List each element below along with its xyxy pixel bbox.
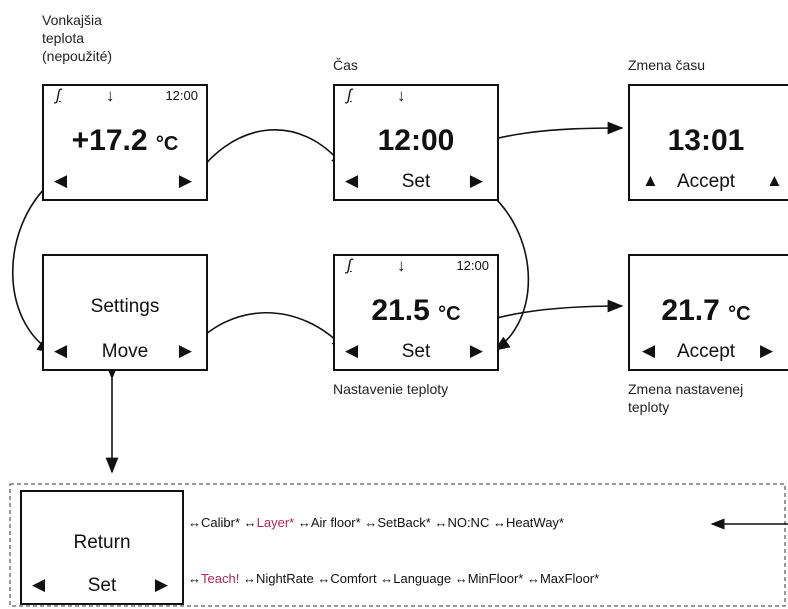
label-outside: Vonkajšia teplota (nepoužité)	[42, 12, 113, 64]
accept-button[interactable]: Accept	[676, 341, 736, 362]
left-arrow-icon[interactable]: ◀	[642, 341, 656, 360]
unit-label: °C	[728, 303, 751, 325]
arrow-settings-to-tempset	[173, 312, 348, 368]
settings-group-border	[9, 483, 786, 607]
left-arrow-icon[interactable]: ◀	[345, 171, 359, 190]
chain-item[interactable]: Comfort	[330, 571, 377, 586]
right-arrow-icon[interactable]: ▶	[469, 171, 483, 190]
chain-item[interactable]: Air floor*	[310, 515, 361, 530]
chain-item[interactable]: NightRate	[255, 571, 314, 586]
screen-temp-set[interactable]: ʃ ↓ 12:00 21.5 °C Set ◀ ▶	[333, 254, 499, 371]
temperature-value: +17.2 °C	[71, 124, 179, 157]
unit-label: °C	[155, 133, 179, 155]
label-temp-set: Nastavenie teploty	[333, 381, 449, 397]
left-arrow-icon[interactable]: ◀	[345, 341, 359, 360]
chain-item[interactable]: SetBack*	[377, 515, 431, 530]
settings-chain-1: ↔Calibr* ↔Layer* ↔Air floor* ↔SetBack* ↔…	[188, 515, 564, 530]
chain-item[interactable]: MinFloor*	[467, 571, 524, 586]
right-arrow-icon[interactable]: ▶	[154, 575, 168, 594]
time-value: 12:00	[377, 124, 455, 157]
label-temp-change: Zmena nastavenej teploty	[628, 381, 744, 415]
label-time: Čas	[333, 57, 358, 73]
unit-label: °C	[438, 303, 461, 325]
settings-chain-2: ↔Teach! ↔NightRate ↔Comfort ↔Language ↔M…	[188, 571, 600, 586]
chain-item[interactable]: HeatWay*	[505, 515, 564, 530]
accept-button[interactable]: Accept	[676, 171, 736, 192]
return-title: Return	[73, 532, 131, 553]
label-time-change: Zmena času	[628, 57, 706, 73]
move-button[interactable]: Move	[101, 341, 149, 362]
left-arrow-icon[interactable]: ◀	[54, 341, 68, 360]
temperature-value: 21.5 °C	[371, 294, 461, 327]
chain-item[interactable]: NO:NC	[447, 515, 490, 530]
up-arrow-icon[interactable]: ▲	[642, 171, 659, 190]
right-arrow-icon[interactable]: ▶	[760, 341, 774, 360]
down-arrow-icon: ↓	[397, 86, 406, 105]
set-button[interactable]: Set	[401, 341, 431, 362]
right-arrow-icon[interactable]: ▶	[178, 341, 192, 360]
settings-title: Settings	[90, 296, 160, 317]
time-change-value: 13:01	[667, 124, 745, 157]
left-arrow-icon[interactable]: ◀	[54, 171, 68, 190]
clock-readout: 12:00	[456, 258, 489, 273]
arrow-outside-to-settings	[12, 168, 65, 353]
down-arrow-icon: ↓	[397, 256, 406, 275]
set-button[interactable]: Set	[401, 171, 431, 192]
clock-readout: 12:00	[165, 88, 198, 103]
right-arrow-icon[interactable]: ▶	[178, 171, 192, 190]
arrow-outside-to-time	[176, 129, 346, 201]
chain-item[interactable]: MaxFloor*	[539, 571, 600, 586]
screen-return[interactable]: Return Set ◀ ▶	[20, 490, 184, 605]
heating-icon: ʃ	[56, 87, 61, 104]
screen-temp-change[interactable]: 21.7 °C Accept ◀ ▶	[628, 254, 788, 371]
up-arrow-icon[interactable]: ▲	[766, 171, 783, 190]
set-button[interactable]: Set	[87, 575, 117, 596]
arrow-time-to-tempset	[477, 180, 530, 351]
right-arrow-icon[interactable]: ▶	[469, 341, 483, 360]
screen-settings[interactable]: Settings Move ◀ ▶	[42, 254, 208, 371]
screen-time-change[interactable]: 13:01 Accept ▲ ▲	[628, 84, 788, 201]
temperature-value: 21.7 °C	[661, 294, 751, 327]
down-arrow-icon: ↓	[106, 86, 115, 105]
chain-item[interactable]: Teach!	[201, 571, 240, 586]
chain-item[interactable]: Layer*	[256, 515, 295, 530]
left-arrow-icon[interactable]: ◀	[32, 575, 46, 594]
screen-outside-temp[interactable]: ʃ ↓ 12:00 +17.2 °C ◀ ▶	[42, 84, 208, 201]
heating-icon: ʃ	[347, 87, 352, 104]
chain-item[interactable]: Calibr*	[201, 515, 241, 530]
heating-icon: ʃ	[347, 257, 352, 274]
screen-time[interactable]: ʃ ↓ 12:00 Set ◀ ▶	[333, 84, 499, 201]
chain-item[interactable]: Language	[393, 571, 452, 586]
